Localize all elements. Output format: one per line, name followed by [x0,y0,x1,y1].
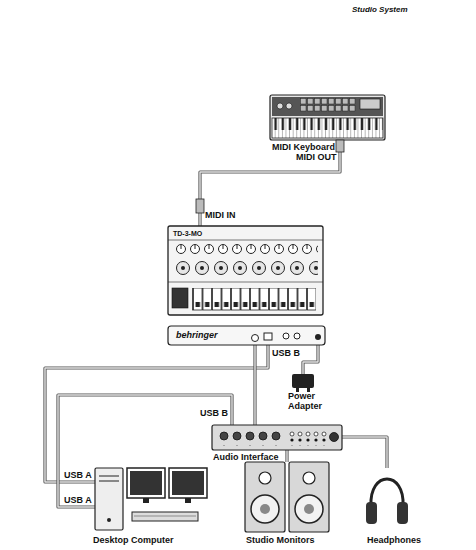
device-label: Audio Interface [213,452,279,462]
device-label: Desktop Computer [93,535,174,545]
headphones: Headphones [365,468,410,528]
connector-label: USB A [64,495,92,505]
synth-front-panel: TD-3-MO [168,226,323,315]
power-adapter-art [292,374,314,392]
studio-monitors: Studio Monitors [245,462,329,532]
midi-keyboard: MIDI Keyboard [270,95,385,140]
audio-interface-art [212,425,342,450]
synth-front-panel-art [168,199,323,315]
connector-label: USB A [64,470,92,480]
connector-label: USB B [200,408,228,418]
audio-interface: Audio Interface [212,425,342,450]
cable-connector [303,345,318,374]
desktop-computer: Desktop Computer [95,465,207,532]
cable-connector [287,450,288,462]
brand-logo-text: behringer [176,330,218,340]
desktop-computer-art [95,468,207,530]
device-model-text: TD-3-MO [173,229,202,239]
headphones-art [366,479,408,524]
connector-label: USB B [272,348,300,358]
synth-rear-panel-art [168,326,325,345]
cable-connector [58,395,232,507]
connector-label: MIDI IN [205,210,236,220]
studio-monitors-art [245,462,329,532]
synth-rear-panel: behringer [168,326,325,345]
power-adapter: Power Adapter [292,374,314,388]
cable-connector [255,345,256,425]
connector-label: MIDI OUT [296,152,337,162]
device-label: Headphones [367,535,421,545]
device-label: Power Adapter [288,391,328,411]
cable-connector [342,437,387,468]
device-label: MIDI Keyboard [272,142,335,152]
page-title: Studio System [352,5,408,14]
midi-keyboard-art [270,95,385,152]
cable-connector [200,140,340,226]
device-label: Studio Monitors [246,535,315,545]
